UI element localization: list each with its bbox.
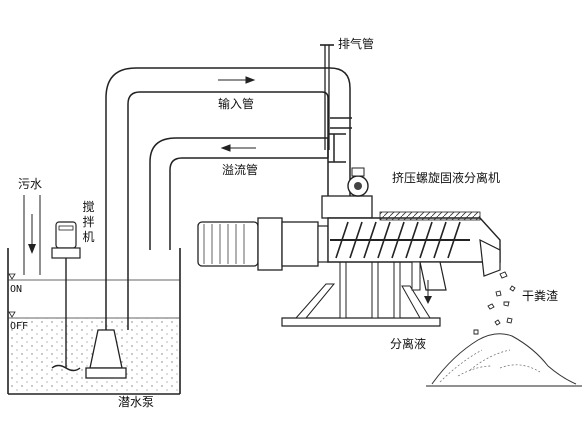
exhaust-pipe <box>320 44 334 150</box>
separator-machine <box>197 167 501 327</box>
sewage-inlet <box>23 195 41 275</box>
overflow-pipe-label: 溢流管 <box>222 163 259 177</box>
overflow-pipe <box>149 133 346 250</box>
mixer-blade <box>51 364 81 372</box>
mixer <box>51 221 81 372</box>
dry-residue-pile <box>426 333 582 387</box>
level-off-marker <box>8 311 16 318</box>
sewage-label: 污水 <box>18 177 43 191</box>
mixer-label: 搅拌机 <box>82 200 95 244</box>
input-pipe-label: 输入管 <box>218 97 255 111</box>
residue-particles <box>473 271 516 335</box>
level-off-label: OFF <box>10 321 29 332</box>
separated-liquid-label: 分离液 <box>390 337 427 351</box>
level-on-label: ON <box>10 284 23 295</box>
sewage-tank <box>7 248 181 395</box>
input-pipe <box>105 67 352 330</box>
level-on-marker <box>8 273 16 280</box>
machine-label: 挤压螺旋固液分离机 <box>392 171 501 185</box>
exhaust-pipe-label: 排气管 <box>338 37 375 51</box>
submersible-pump-label: 潜水泵 <box>118 395 155 409</box>
submersible-pump <box>85 329 127 379</box>
dry-residue-label: 干粪渣 <box>522 289 559 303</box>
flow-arrows <box>218 76 256 152</box>
